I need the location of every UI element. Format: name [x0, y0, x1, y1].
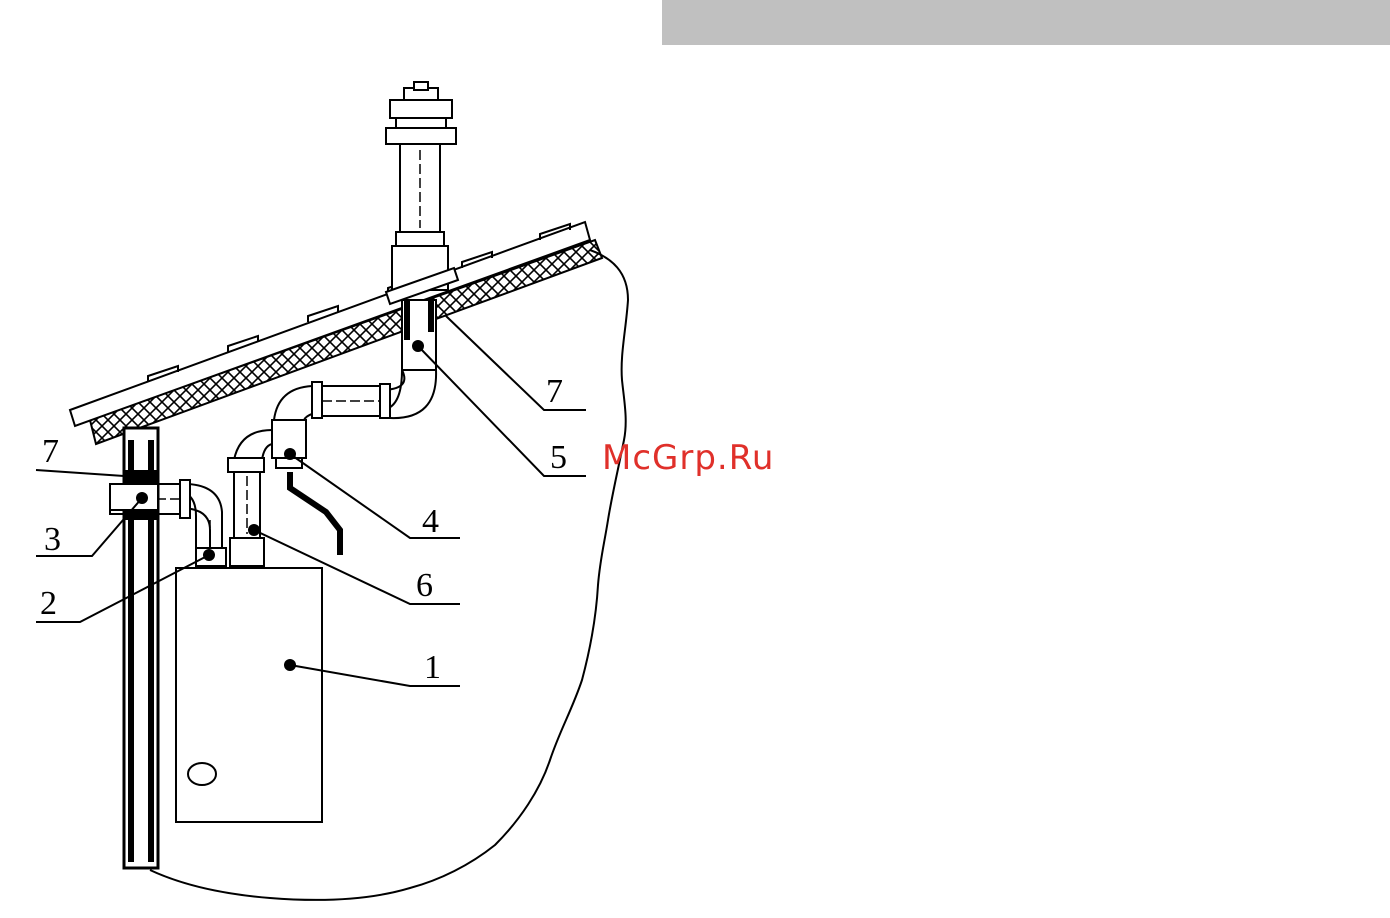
boiler-indicator-icon: [188, 763, 216, 785]
callout-5: 5: [550, 439, 567, 476]
exterior-wall: [110, 428, 158, 868]
callout-7-wall: 7: [42, 433, 59, 470]
callout-2: 2: [40, 585, 57, 622]
horizontal-flue-pipe: [274, 382, 390, 420]
roof-flue-terminal: [380, 82, 458, 418]
watermark-text: McGrp.Ru: [602, 438, 774, 478]
callout-7-roof: 7: [546, 373, 563, 410]
callout-3: 3: [44, 521, 61, 558]
boiler: [176, 568, 322, 822]
callout-1: 1: [424, 649, 441, 686]
boiler-flue-pipe: [228, 458, 264, 566]
callout-6: 6: [416, 567, 433, 604]
callout-4: 4: [422, 503, 439, 540]
